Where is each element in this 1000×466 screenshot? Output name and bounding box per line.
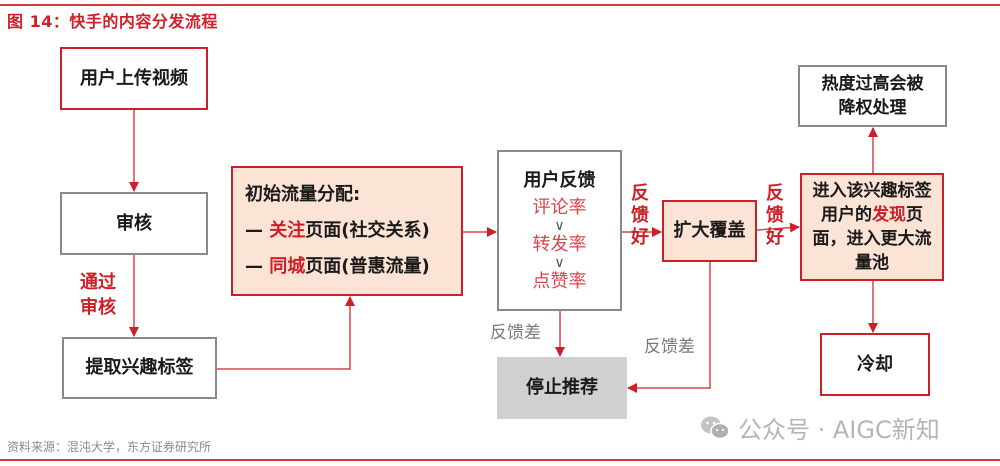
watermark: 公众号 · AIGC新知 [700, 410, 940, 445]
watermark-text: 公众号 · AIGC新知 [738, 416, 940, 444]
figure-title: 图 14：快手的内容分发流程 [7, 12, 218, 31]
initial-line-follow: — 关注页面(社交关系) [245, 220, 430, 241]
label-passed-review: 通过审核 [80, 272, 116, 318]
label-good-feedback-2: 反馈好 [766, 183, 784, 248]
metric-like-rate: 点赞率 [532, 270, 587, 292]
label-bad-feedback-1: 反馈差 [490, 323, 541, 343]
arrow-expand-discover [756, 222, 800, 233]
bottom-rule [0, 459, 1000, 461]
arrow-expand-stop [627, 262, 711, 393]
node-initial-traffic: 初始流量分配: — 关注页面(社交关系) — 同城页面(普惠流量) [231, 166, 463, 296]
separator-gt: ∨ [554, 254, 565, 271]
node-upload-video: 用户上传视频 [60, 47, 208, 110]
node-user-feedback: 用户反馈 评论率 ∨ 转发率 ∨ 点赞率 [497, 150, 622, 311]
discover-text: 进入该兴趣标签用户的发现页面，进入更大流量池 [812, 181, 932, 273]
initial-line-local: — 同城页面(普惠流量) [245, 256, 430, 277]
source-note: 资料来源：混沌大学，东方证券研究所 [7, 440, 212, 454]
metric-comment-rate: 评论率 [532, 196, 587, 218]
node-cooldown: 冷却 [820, 333, 930, 396]
node-extract-tags: 提取兴趣标签 [62, 337, 217, 399]
node-discover-page: 进入该兴趣标签用户的发现页面，进入更大流量池 [800, 173, 944, 281]
top-rule [0, 4, 1000, 6]
label-bad-feedback-2: 反馈差 [644, 337, 695, 357]
metric-share-rate: 转发率 [532, 233, 587, 255]
node-stop-recommend: 停止推荐 [497, 357, 627, 419]
arrow-tags-initial [217, 296, 355, 370]
initial-heading: 初始流量分配: [245, 184, 361, 205]
feedback-heading: 用户反馈 [523, 169, 596, 191]
separator-gt: ∨ [554, 217, 565, 234]
node-review: 审核 [60, 192, 208, 255]
node-downweight: 热度过高会被降权处理 [798, 65, 947, 127]
node-expand-coverage: 扩大覆盖 [662, 200, 757, 262]
wechat-icon [701, 416, 730, 439]
label-good-feedback-1: 反馈好 [631, 183, 649, 248]
